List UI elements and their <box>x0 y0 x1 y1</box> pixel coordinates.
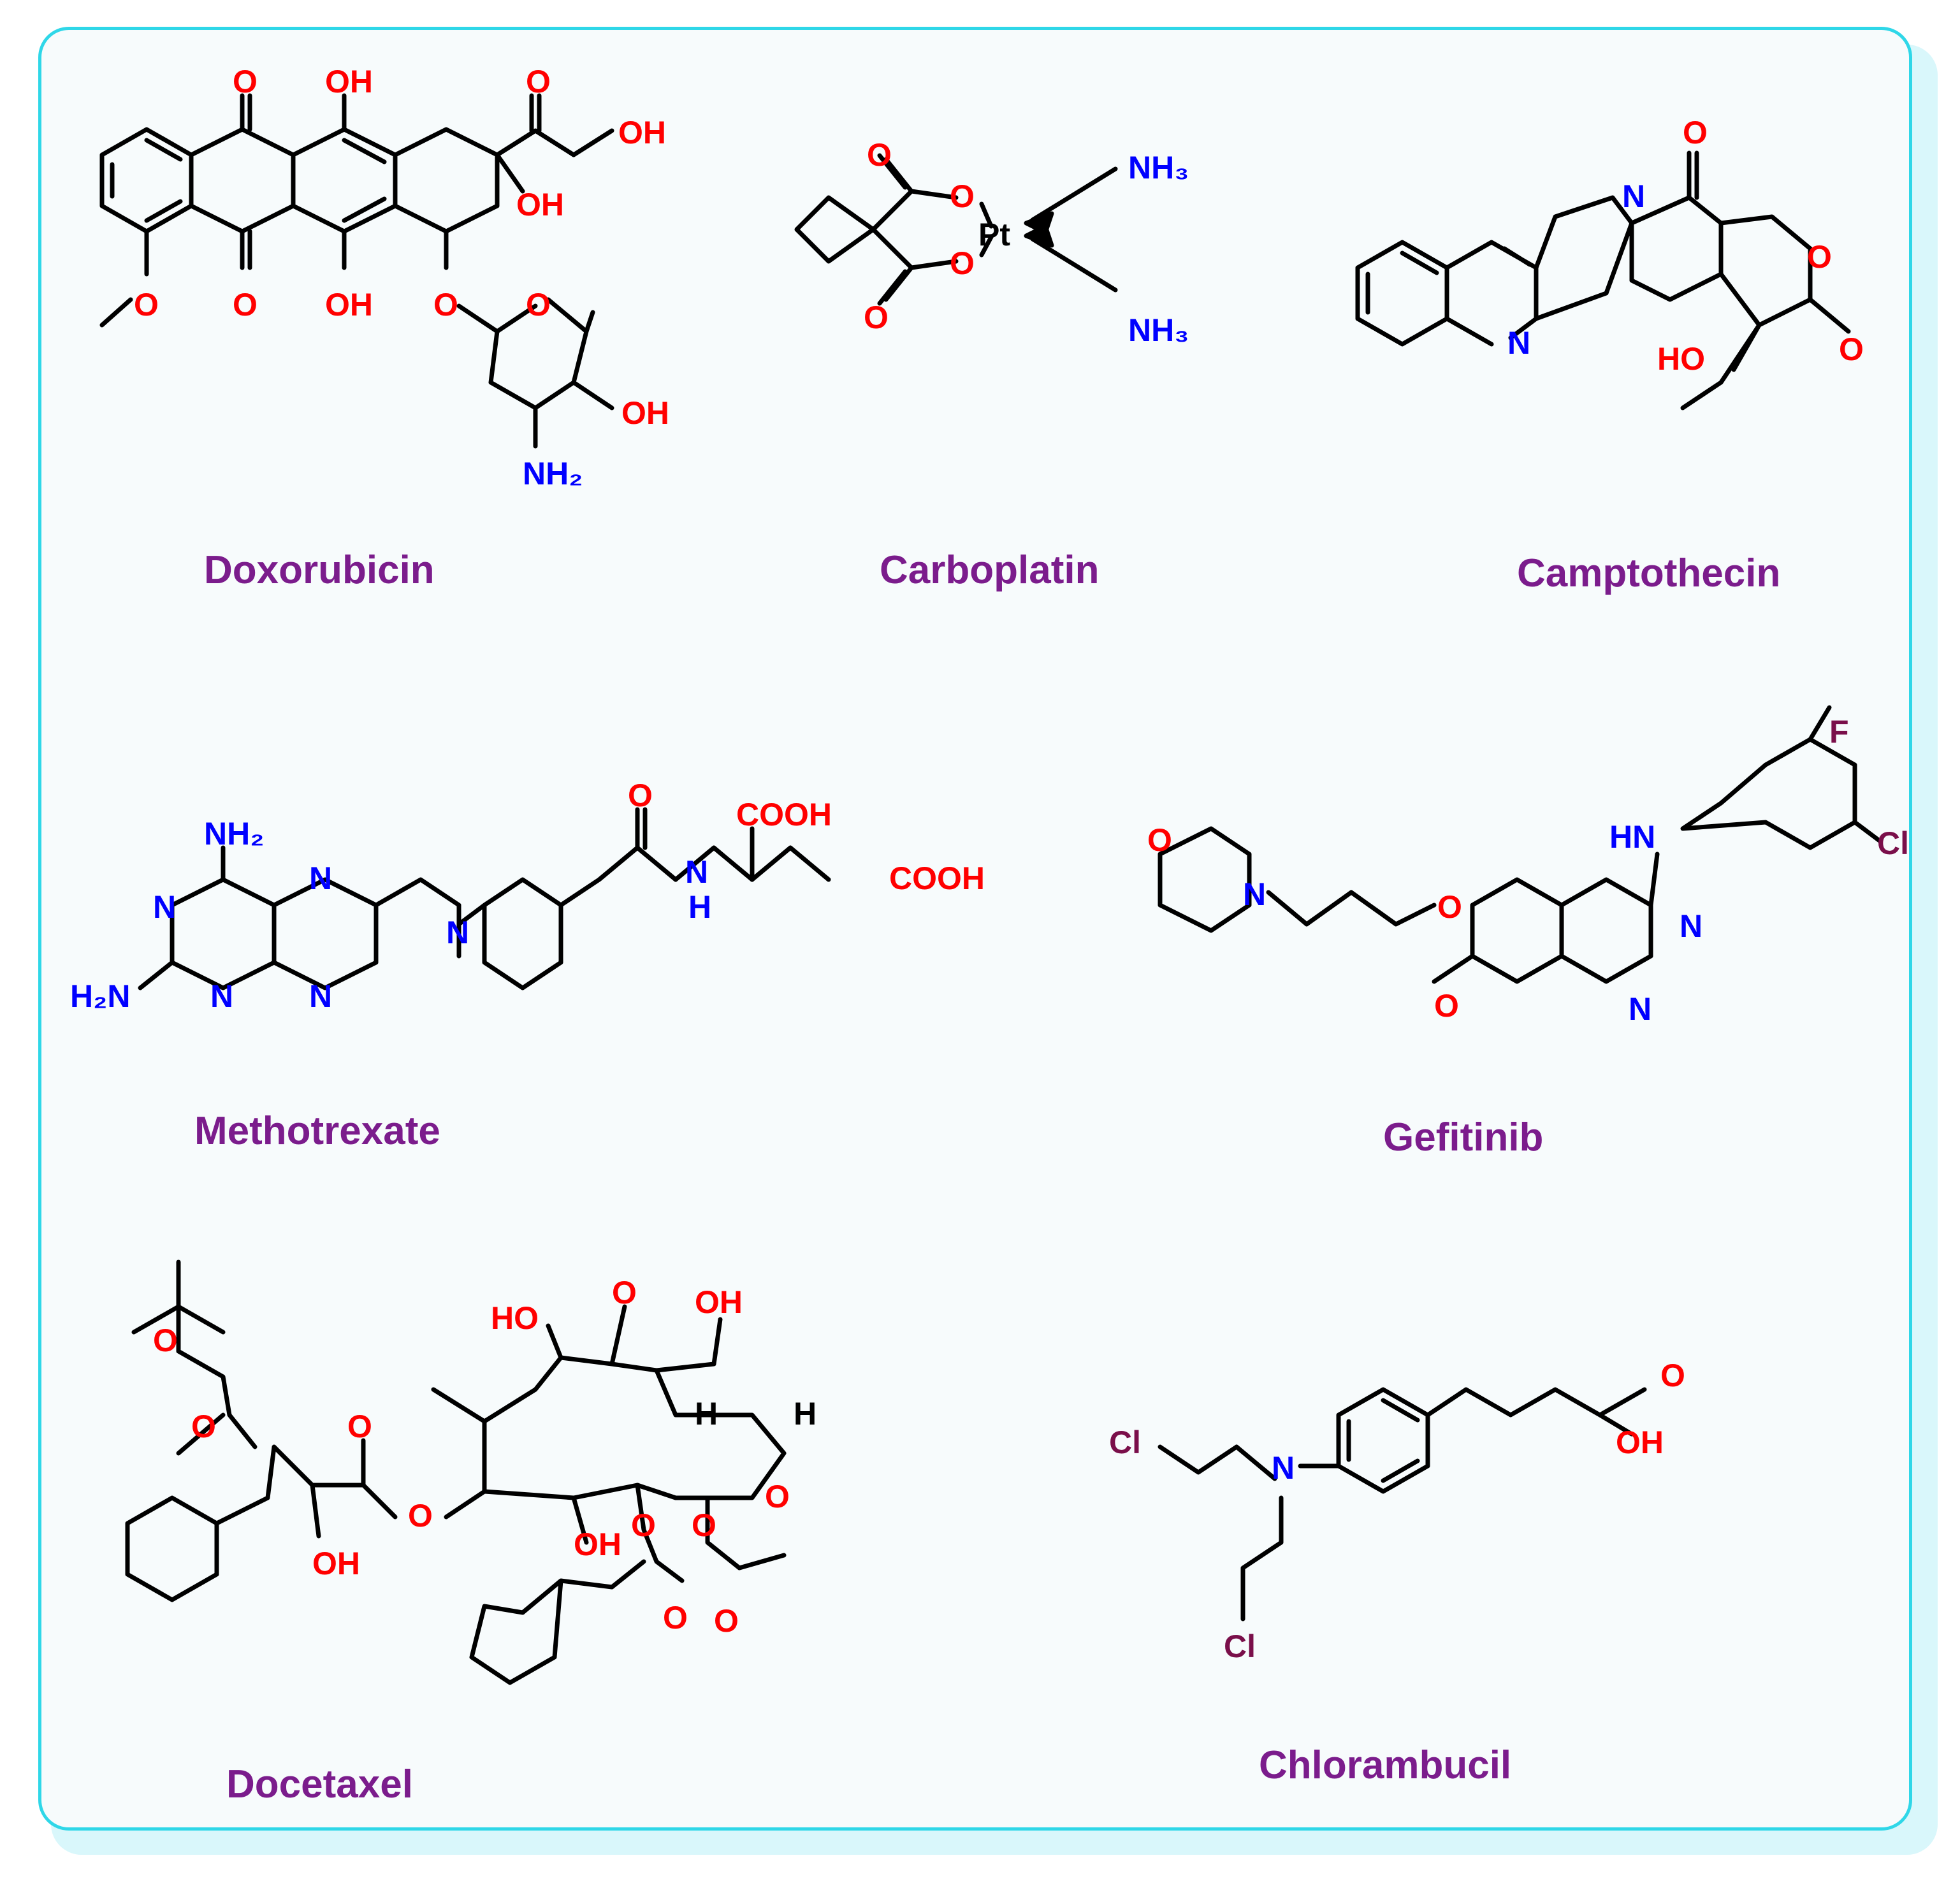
atom-label: O <box>663 1600 688 1636</box>
atom-label: O <box>765 1479 790 1514</box>
atom-label: HO <box>1657 341 1705 377</box>
atom-label: O <box>526 287 551 323</box>
atom-label: N <box>309 860 332 896</box>
atom-label: OH <box>621 395 669 431</box>
docetaxel-structure: O O O OH O HO O OH H H O OH O O O O <box>125 1259 817 1685</box>
compound-name: Carboplatin <box>880 548 1099 592</box>
atom-label: OH <box>516 187 564 222</box>
compound-name: Doxorubicin <box>204 548 435 592</box>
atom-label: O <box>631 1507 656 1543</box>
atom-label: N <box>685 854 708 890</box>
compound-name: Docetaxel <box>226 1762 413 1806</box>
atom-label: O <box>1660 1358 1685 1393</box>
atom-label: N <box>1243 876 1266 912</box>
atom-label: NH₃ <box>1128 150 1189 185</box>
atom-label: O <box>347 1409 372 1444</box>
panel-border <box>38 27 1912 1831</box>
atom-label: Cl <box>1109 1425 1141 1460</box>
methotrexate-structure: NH₂ N H₂N N N N N O N H COOH COOH <box>70 778 985 1014</box>
atom-label: O <box>134 287 159 323</box>
atom-label: OH <box>695 1284 743 1320</box>
atom-label: N <box>210 978 233 1014</box>
atom-label: H <box>688 889 711 925</box>
compound-name: Gefitinib <box>1383 1115 1543 1159</box>
atom-label: O <box>864 300 889 335</box>
atom-label: O <box>1683 115 1708 150</box>
atom-label: Cl <box>1224 1629 1256 1664</box>
atom-label: N <box>1272 1450 1295 1486</box>
atom-label: OH <box>618 115 666 150</box>
atom-label: OH <box>312 1546 360 1581</box>
atom-label: O <box>692 1507 716 1543</box>
atom-label: N <box>1507 325 1530 361</box>
compound-name: Methotrexate <box>194 1109 440 1153</box>
atom-label: N <box>1629 991 1651 1027</box>
atom-label: COOH <box>889 860 985 896</box>
atom-label: HN <box>1609 819 1655 855</box>
atom-label: O <box>191 1409 216 1444</box>
atom-label: O <box>1807 239 1832 275</box>
atom-label: HO <box>491 1300 539 1336</box>
compound-name: Camptothecin <box>1517 551 1780 595</box>
atom-label: O <box>233 64 258 99</box>
atom-label: Cl <box>1877 825 1909 861</box>
atom-label: N <box>309 978 332 1014</box>
atom-label: NH₃ <box>1128 312 1189 348</box>
atom-label: O <box>1839 331 1864 367</box>
atom-label: NH₂ <box>204 816 264 852</box>
atom-label: N <box>446 915 469 950</box>
atom-label: NH₂ <box>523 456 583 491</box>
atom-label: O <box>1434 988 1459 1024</box>
atom-label: N <box>1680 908 1702 944</box>
atom-label: N <box>153 889 176 925</box>
atom-label: O <box>950 245 975 281</box>
atom-label: OH <box>574 1527 621 1562</box>
atom-label: H <box>794 1396 817 1432</box>
gefitinib-structure: O N O O N N HN F Cl <box>1147 705 1909 1027</box>
atom-label: O <box>433 287 458 323</box>
atom-label: O <box>950 178 975 214</box>
atom-label: N <box>1622 178 1645 214</box>
atom-label: OH <box>325 287 373 323</box>
atom-label: O <box>867 137 892 173</box>
atom-label: O <box>233 287 258 323</box>
atom-label: O <box>628 778 653 813</box>
atom-label: Pt <box>978 217 1010 252</box>
camptothecin-structure: O N N O O HO <box>1355 115 1864 410</box>
atom-label: COOH <box>736 797 832 832</box>
atom-label: H <box>695 1396 718 1432</box>
atom-label: O <box>714 1603 739 1639</box>
atom-label: O <box>1437 889 1462 925</box>
atom-label: O <box>526 64 551 99</box>
atom-label: OH <box>1616 1425 1664 1460</box>
atom-label: F <box>1829 714 1849 750</box>
atom-label: OH <box>325 64 373 99</box>
atom-label: O <box>408 1498 433 1534</box>
chlorambucil-structure: O OH N Cl Cl <box>1109 1358 1685 1664</box>
compound-name: Chlorambucil <box>1259 1743 1511 1787</box>
atom-label: O <box>1147 822 1172 858</box>
atom-label: O <box>153 1323 178 1358</box>
atom-label: H₂N <box>70 978 130 1014</box>
atom-label: O <box>612 1275 637 1310</box>
doxorubicin-structure: O OH O OH OH O OH O O O OH NH₂ <box>99 64 669 491</box>
carboplatin-structure: O O O O Pt NH₃ NH₃ <box>794 137 1189 348</box>
